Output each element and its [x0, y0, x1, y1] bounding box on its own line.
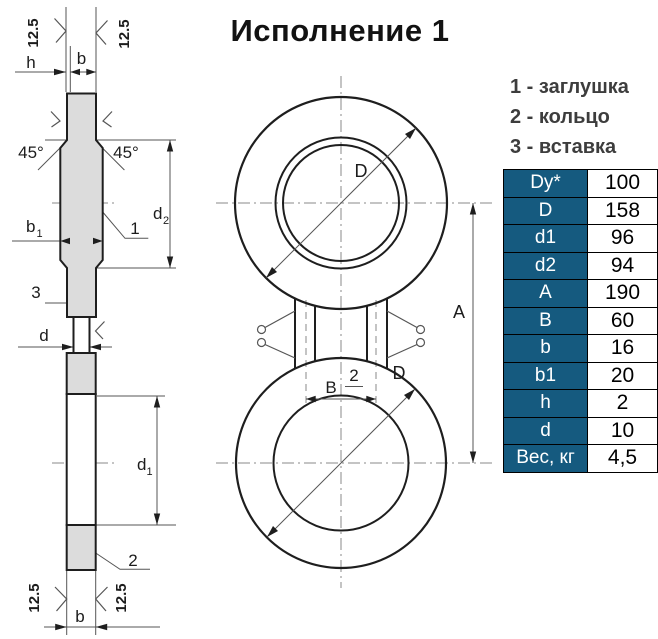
dim-label-b1-subscript: 1: [37, 228, 43, 240]
ring-bore-circle: [272, 394, 410, 532]
dimension-lines-front: [265, 127, 474, 538]
dim-label-d2: d: [153, 204, 162, 223]
param-cell: d: [503, 416, 588, 445]
legend-item-plug: 1 - заглушка: [510, 76, 629, 98]
ring-section-bottom: [65, 524, 97, 571]
blank-outer-circle: [233, 95, 449, 311]
legend-item-ring: 2 - кольцо: [510, 106, 610, 128]
roughness-label-top-left: 12.5: [25, 18, 42, 47]
dim-label-D-bottom: D: [393, 363, 406, 383]
plug-section: [59, 92, 104, 318]
param-cell: Dy*: [503, 169, 588, 198]
connecting-web: [294, 298, 388, 368]
part-ref-label-2: 2: [128, 551, 137, 570]
dim-label-d1: d: [137, 455, 146, 474]
roughness-label-bottom-right: 12.5: [113, 583, 130, 612]
value-cell: 16: [587, 334, 658, 363]
dim-label-b-bottom: b: [75, 607, 84, 626]
arrowheads: [54, 68, 174, 631]
param-cell: d1: [503, 224, 588, 253]
value-cell: 4,5: [587, 444, 658, 473]
angle-label-right: 45°: [113, 143, 139, 162]
page-title: Исполнение 1: [230, 13, 450, 48]
dim-label-A: A: [453, 302, 465, 322]
dim-label-D-top: D: [355, 161, 368, 181]
dim-label-h: h: [26, 53, 35, 72]
front-view: D A 2 D B: [233, 95, 477, 570]
value-cell: 100: [587, 169, 658, 198]
dim-label-d: d: [39, 326, 48, 345]
roughness-symbols: [50, 18, 113, 612]
value-cell: 94: [587, 251, 658, 280]
insert-stem-section: [72, 316, 91, 354]
param-cell: d2: [503, 251, 588, 280]
value-cell: 20: [587, 361, 658, 390]
param-cell: Вес, кг: [503, 444, 588, 473]
param-cell: B: [503, 306, 588, 335]
value-cell: 60: [587, 306, 658, 335]
b-extension-lines: [305, 300, 377, 408]
dim-label-d1-subscript: 1: [147, 466, 153, 478]
part-ref-label-3: 3: [31, 283, 40, 302]
legend-item-insert: 3 - вставка: [510, 136, 617, 158]
value-cell: 2: [587, 389, 658, 418]
blank-face-circle-d2: [282, 144, 400, 262]
dim-label-b-top: b: [77, 49, 86, 68]
value-cell: 158: [587, 196, 658, 225]
side-view: 12.5 12.5 12.5 12.5 h b 45° 45° d 2 b 1 …: [12, 7, 176, 635]
ring-section-top: [65, 352, 97, 395]
table-row: Dy*100: [503, 169, 658, 198]
part-ref-label-1: 1: [130, 219, 139, 238]
arrowheads-front: [266, 128, 477, 537]
ring-outer-circle: [234, 356, 448, 570]
dim-label-B: B: [325, 378, 336, 397]
value-cell: 96: [587, 224, 658, 253]
blank-face-circle-d1: [274, 136, 408, 270]
param-cell: D: [503, 196, 588, 225]
roughness-label-bottom-left: 12.5: [26, 583, 43, 612]
value-cell: 190: [587, 279, 658, 308]
dim-label-b1: b: [26, 217, 35, 236]
dim-label-d2-subscript: 2: [163, 215, 169, 227]
angle-label-left: 45°: [18, 143, 44, 162]
part-ref-label-2-front: 2: [349, 366, 358, 385]
param-cell: b1: [503, 361, 588, 390]
parts-legend: 1 - заглушка 2 - кольцо 3 - вставка: [510, 72, 629, 162]
weld-symbols: [256, 310, 426, 359]
roughness-label-top-right: 12.5: [116, 19, 133, 48]
ring-bore-section: [65, 393, 97, 526]
